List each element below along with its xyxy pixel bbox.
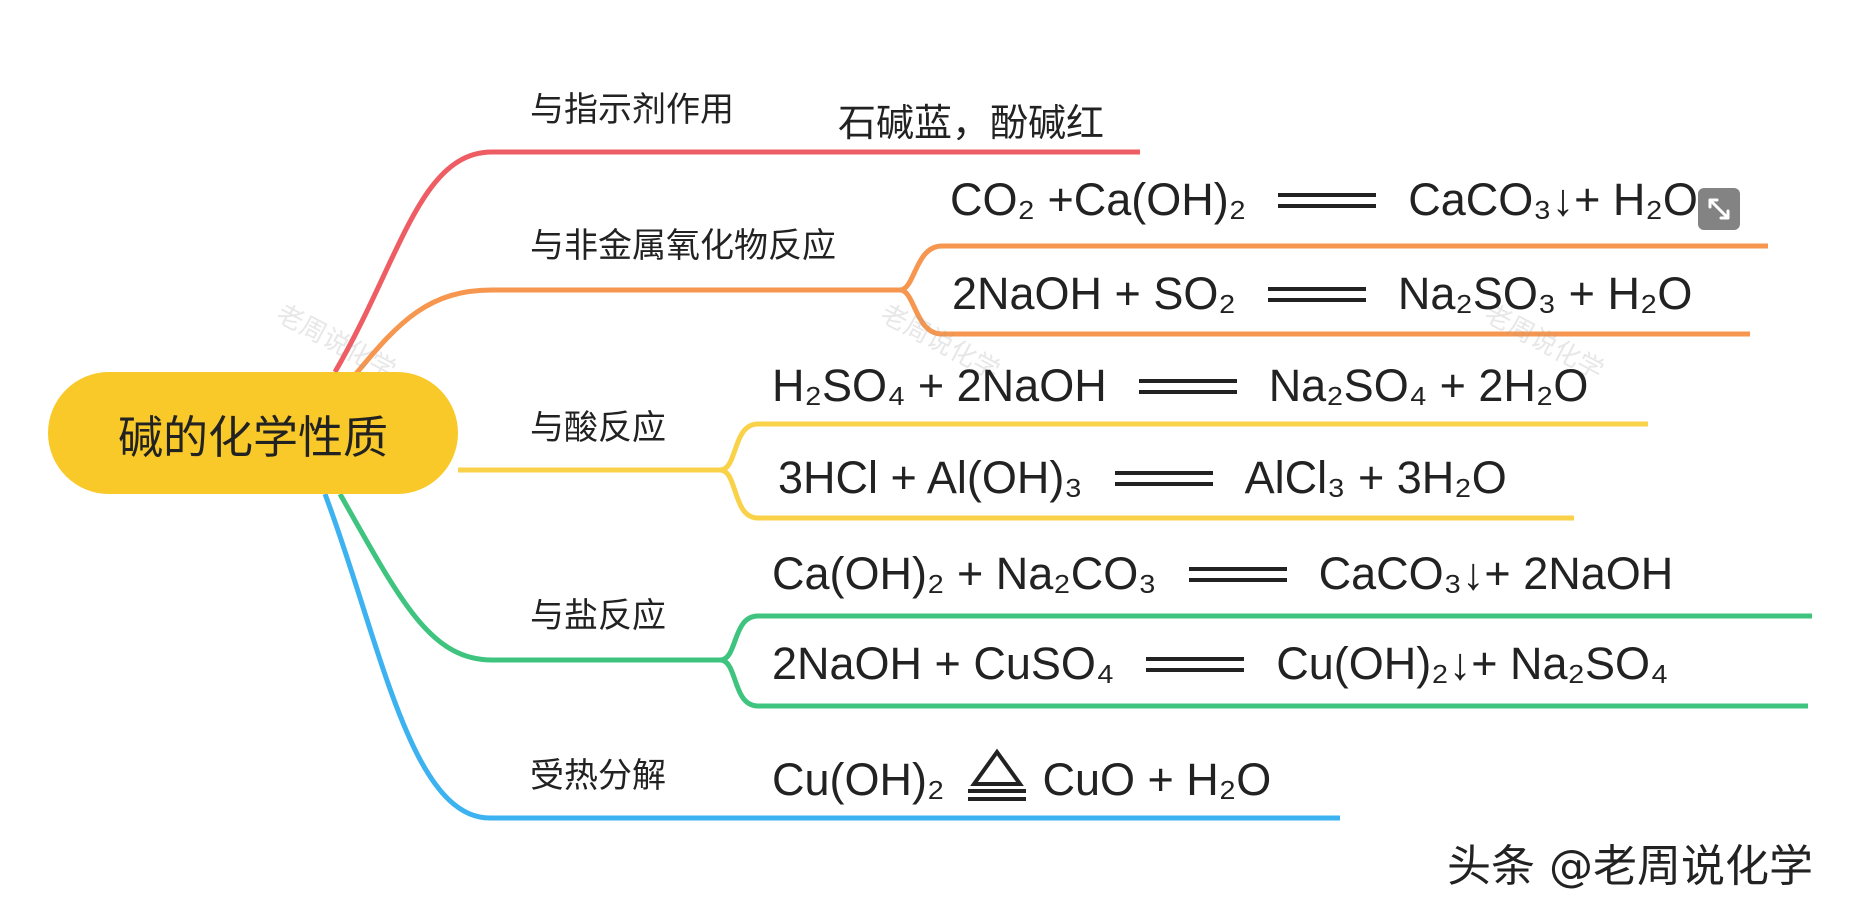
equals-sign: [1278, 192, 1377, 208]
equation-cuoh2-heat: Cu(OH)₂ CuO + H₂O: [772, 748, 1271, 812]
equation-left: 3HCl + Al(OH)₃: [778, 452, 1083, 503]
equation-left: H₂SO₄ + 2NaOH: [772, 360, 1107, 411]
root-node[interactable]: 碱的化学性质: [48, 372, 458, 494]
equation-caoh2-na2co3: Ca(OH)₂ + Na₂CO₃ CaCO₃↓+ 2NaOH: [772, 548, 1673, 600]
equation-left: Cu(OH)₂: [772, 754, 945, 805]
branch-line-nonmetal-oxide: [353, 287, 900, 377]
resize-button[interactable]: [1698, 188, 1740, 230]
equation-right: Na₂SO₃ + H₂O: [1397, 268, 1693, 319]
equals-sign: [1138, 378, 1237, 394]
equals-sign: [1114, 470, 1213, 486]
equals-sign: [1146, 656, 1245, 672]
branch-label-nonmetal-oxide[interactable]: 与非金属氧化物反应: [530, 226, 836, 266]
branch-label-salt[interactable]: 与盐反应: [530, 596, 666, 636]
equation-left: 2NaOH + SO₂: [952, 268, 1236, 319]
equation-left: Ca(OH)₂ + Na₂CO₃: [772, 548, 1157, 599]
equation-hcl-aloh3: 3HCl + Al(OH)₃ AlCl₃ + 3H₂O: [778, 452, 1507, 504]
branch-line-salt-eq2: [719, 657, 1808, 709]
branch-line-decompose: [322, 493, 1340, 821]
equals-sign: [1188, 566, 1287, 582]
branch-line-nonmetal-oxide-eq2: [899, 287, 1750, 337]
branch-label-decompose[interactable]: 受热分解: [530, 756, 666, 796]
branch-line-indicator: [332, 149, 1140, 374]
equation-co2-caoh2: CO₂ +Ca(OH)₂ CaCO₃↓+ H₂O: [950, 174, 1698, 226]
branch-line-acid-eq1: [719, 421, 1648, 473]
branch-line-salt: [337, 492, 720, 663]
indicator-note: 石碱蓝，酚碱红: [838, 101, 1105, 145]
branch-line-nonmetal-oxide-eq1: [899, 243, 1768, 293]
equation-right: CuO + H₂O: [1042, 754, 1272, 805]
equation-naoh-so2: 2NaOH + SO₂ Na₂SO₃ + H₂O: [952, 268, 1692, 320]
branch-line-acid-eq2: [719, 467, 1574, 521]
equation-right: CaCO₃↓+ H₂O: [1408, 174, 1698, 225]
equation-h2so4-naoh: H₂SO₄ + 2NaOH Na₂SO₄ + 2H₂O: [772, 360, 1588, 412]
branch-label-acid[interactable]: 与酸反应: [530, 408, 666, 448]
root-label: 碱的化学性质: [117, 410, 388, 464]
equation-right: CaCO₃↓+ 2NaOH: [1318, 548, 1674, 599]
equation-right: Na₂SO₄ + 2H₂O: [1268, 360, 1589, 411]
equals-sign: [1267, 286, 1366, 302]
equation-right: Cu(OH)₂↓+ Na₂SO₄: [1276, 638, 1669, 689]
branch-line-salt-eq1: [719, 613, 1812, 663]
equation-left: 2NaOH + CuSO₄: [772, 638, 1115, 689]
credit-text: 头条 @老周说化学: [1447, 841, 1813, 892]
resize-icon: [1708, 198, 1730, 220]
equation-naoh-cuso4: 2NaOH + CuSO₄ Cu(OH)₂↓+ Na₂SO₄: [772, 638, 1668, 690]
equation-right: AlCl₃ + 3H₂O: [1244, 452, 1507, 503]
equation-left: CO₂ +Ca(OH)₂: [950, 174, 1247, 225]
heat-condition-icon: [966, 748, 1028, 802]
branch-label-indicator[interactable]: 与指示剂作用: [530, 90, 734, 130]
